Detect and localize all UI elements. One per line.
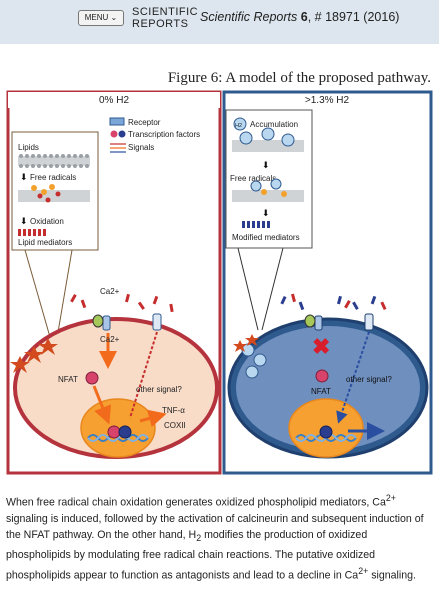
right-cell-inner bbox=[236, 326, 420, 450]
modified-membrane bbox=[232, 178, 304, 202]
callout-line bbox=[237, 247, 259, 331]
pathway-diagram: 0% H2 Lipids ⬇ Free radicals ⬇ Oxidation… bbox=[6, 90, 433, 475]
caption-sup-2: 2+ bbox=[358, 566, 369, 577]
extracellular-mediators-blue bbox=[280, 295, 377, 311]
membrane-damage-stars-small bbox=[233, 334, 259, 352]
callout-line bbox=[55, 249, 73, 345]
caption-sub-1: 2 bbox=[196, 533, 202, 544]
extracellular-mediators-red bbox=[290, 293, 387, 311]
h2-bubble bbox=[233, 117, 247, 131]
extracellular-mediators bbox=[70, 293, 174, 313]
nfat-icon-right bbox=[315, 369, 329, 383]
other-signal-arrow bbox=[129, 331, 158, 419]
arrow-down-icon: ⬇ bbox=[262, 160, 270, 170]
left-panel-title: 0% H2 bbox=[99, 95, 129, 106]
lipids-label: Lipids bbox=[18, 143, 39, 152]
journal-citation: Scientific Reports 6, # 18971 (2016) bbox=[200, 10, 399, 24]
modified-mediators-label: Modified mediators bbox=[232, 233, 300, 242]
oxidized-membrane bbox=[18, 184, 90, 203]
menu-button[interactable]: MENU ⌄ bbox=[78, 10, 124, 26]
right-panel-title: >1.3% H2 bbox=[305, 95, 350, 106]
h2-bubbles-membrane bbox=[232, 127, 304, 152]
journal-logo[interactable]: SCIENTIFIC REPORTS bbox=[132, 6, 198, 30]
ca-inside-label: Ca2+ bbox=[100, 335, 120, 344]
free-radicals-label: Free radicals bbox=[30, 173, 76, 182]
arrow-down-icon: ⬇ bbox=[262, 208, 270, 218]
membrane-damage-stars bbox=[10, 338, 58, 373]
legend-receptor: Receptor bbox=[128, 118, 161, 127]
h2-bubble-label: H2 bbox=[235, 123, 242, 129]
nfat-nuclear-icon bbox=[107, 425, 121, 439]
oxidation-label: Oxidation bbox=[30, 217, 64, 226]
caption-text: When free radical chain oxidation genera… bbox=[6, 490, 432, 584]
top-bar: MENU ⌄ SCIENTIFIC REPORTS Scientific Rep… bbox=[0, 0, 439, 44]
left-panel: 0% H2 Lipids ⬇ Free radicals ⬇ Oxidation… bbox=[6, 90, 222, 475]
journal-volume: 6 bbox=[300, 10, 308, 24]
other-signal-label: other signal? bbox=[136, 385, 182, 394]
legend-transcription-factors: Transcription factors bbox=[128, 130, 200, 139]
other-signal-label-right: other signal? bbox=[346, 375, 392, 384]
modified-mediator-icons bbox=[242, 221, 270, 228]
transcription-factor-icon bbox=[319, 425, 333, 439]
caption-part-3: modifies the production of oxidized phos… bbox=[6, 529, 376, 582]
legend-signals: Signals bbox=[128, 143, 154, 152]
nfat-icon bbox=[85, 371, 99, 385]
free-radicals-label-right: Free radicals bbox=[230, 174, 276, 183]
legend: Receptor Transcription factors Signals bbox=[109, 117, 200, 153]
transcription-factor-icon bbox=[118, 425, 132, 439]
arrow-down-icon: ⬇ bbox=[20, 172, 28, 182]
chevron-down-icon: ⌄ bbox=[110, 13, 118, 22]
figure-caption: When free radical chain oxidation genera… bbox=[6, 490, 432, 584]
ca-outside-label: Ca2+ bbox=[100, 287, 120, 296]
lipid-mediators-label: Lipid mediators bbox=[18, 238, 72, 247]
receptor-legend-icon bbox=[109, 117, 125, 126]
lipid-mediator-icons bbox=[18, 229, 46, 236]
receptor-icon-right bbox=[304, 313, 374, 331]
membrane-h2-bubbles bbox=[241, 343, 267, 379]
article-reference: , # 18971 (2016) bbox=[307, 10, 400, 24]
accumulation-label: Accumulation bbox=[250, 120, 298, 129]
tnf-label: TNF-α bbox=[162, 406, 185, 415]
caption-sup-1: 2+ bbox=[385, 493, 396, 503]
right-panel: >1.3% H2 H2 Accumulation ⬇ Free radicals… bbox=[222, 90, 433, 475]
nfat-label: NFAT bbox=[58, 375, 78, 384]
nfat-arrow bbox=[92, 385, 112, 425]
dna-helix bbox=[87, 434, 149, 442]
caption-part-2: signaling is induced, followed by the ac… bbox=[6, 512, 424, 542]
arrow-down-icon: ⬇ bbox=[20, 216, 28, 226]
tf-legend-icon bbox=[110, 130, 118, 138]
tf-legend-icon bbox=[118, 130, 126, 138]
caption-part-4: signaling. bbox=[368, 569, 416, 582]
membrane-bilayer bbox=[18, 154, 90, 168]
cox-label: COXII bbox=[164, 421, 186, 430]
receptor-icon bbox=[92, 313, 162, 331]
logo-line-2: REPORTS bbox=[132, 18, 189, 30]
callout-line bbox=[261, 247, 284, 331]
blocked-x-icon: ✖ bbox=[312, 334, 330, 359]
menu-label: MENU bbox=[84, 13, 109, 22]
logo-line-1: SCIENTIFIC bbox=[132, 6, 199, 18]
other-signal-arrow-right bbox=[336, 331, 370, 424]
left-panel-header bbox=[8, 92, 220, 108]
callout-line bbox=[24, 249, 53, 345]
nfat-label-right: NFAT bbox=[311, 387, 331, 396]
figure-title: Figure 6: A model of the proposed pathwa… bbox=[167, 70, 431, 86]
output-arrow bbox=[139, 409, 167, 428]
journal-name: Scientific Reports bbox=[200, 10, 298, 24]
caption-part-1: When free radical chain oxidation genera… bbox=[6, 496, 386, 509]
